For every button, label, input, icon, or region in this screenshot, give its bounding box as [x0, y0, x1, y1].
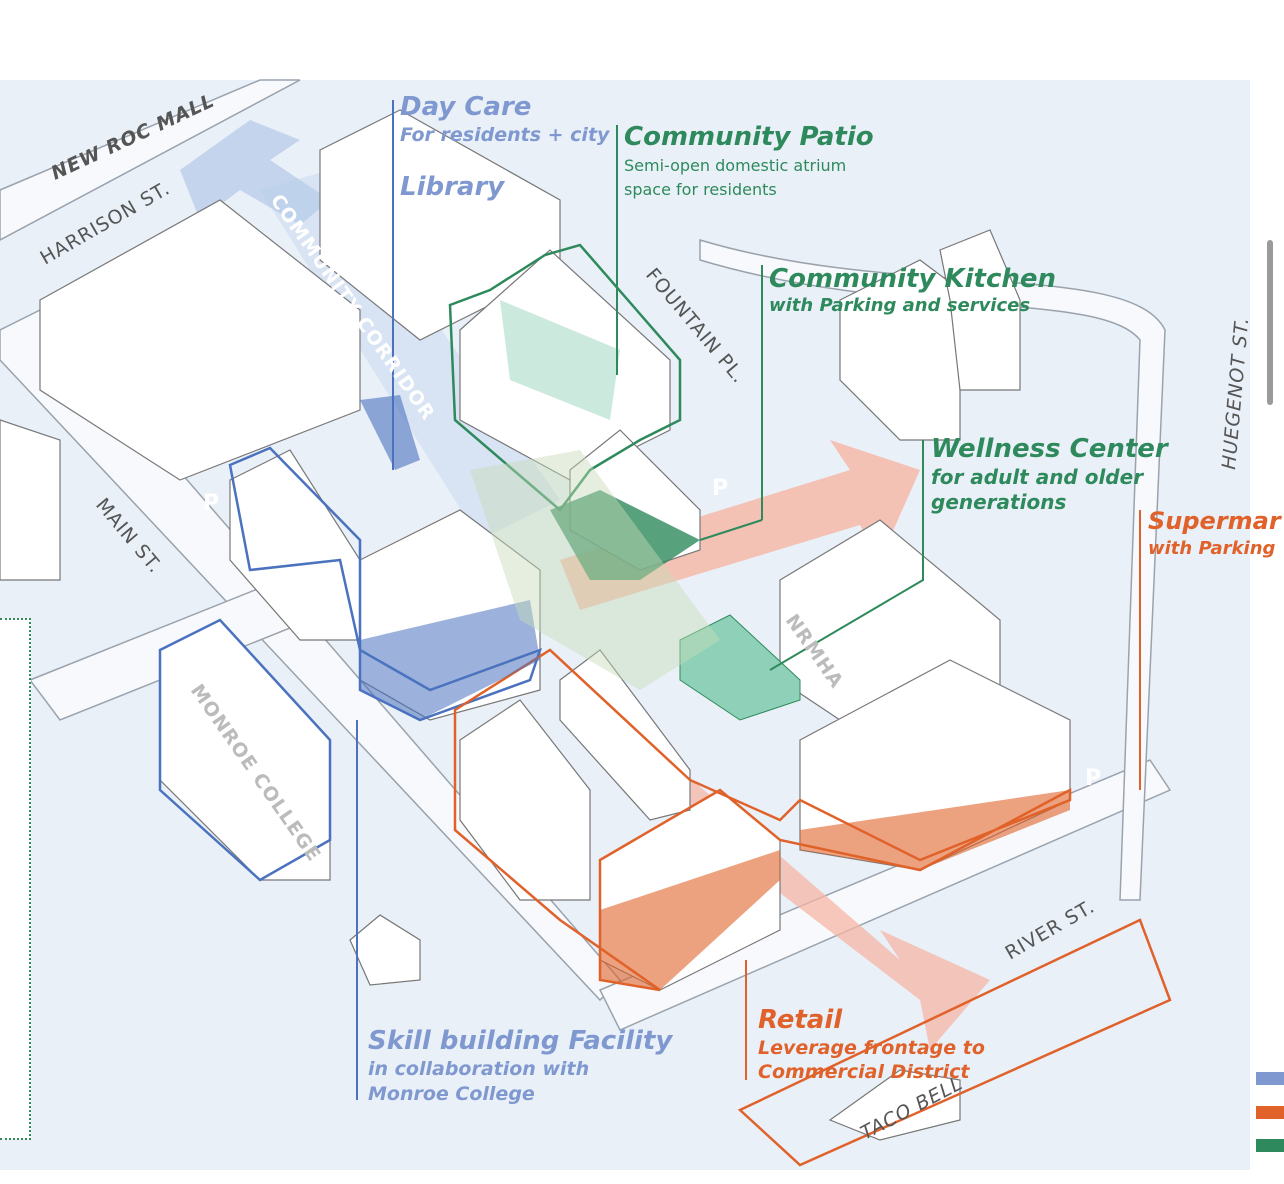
blue-retail-base [360, 600, 540, 720]
supermarket-subtitle: with Parking [1148, 538, 1276, 559]
blue-outline-monroe [158, 618, 332, 882]
skill-building-title: Skill building Facility [368, 1026, 673, 1056]
parking-marker: P [712, 476, 728, 501]
wellness-center-line1: for adult and older [931, 465, 1144, 489]
leader-lines [356, 100, 1141, 1100]
community-kitchen-title: Community Kitchen [769, 264, 1057, 294]
legend-swatch-blue [1256, 1072, 1284, 1085]
community-patio-title: Community Patio [624, 122, 874, 152]
legend-swatch-orange [1256, 1106, 1284, 1119]
orange-retail-base-2 [800, 790, 1070, 870]
blue-outline-housing [228, 446, 543, 722]
parking-marker: P [1085, 766, 1101, 791]
skill-building-line1: in collaboration with [368, 1058, 590, 1080]
patio-atrium [500, 300, 620, 420]
parking-marker: P [203, 491, 219, 516]
community-patio-line1: Semi-open domestic atrium [624, 156, 847, 175]
wellness-center-title: Wellness Center [931, 434, 1168, 464]
community-patio-line2: space for residents [624, 180, 777, 199]
day-care-title: Day Care [400, 92, 532, 122]
green-outline-patio [448, 243, 682, 512]
arrow-to-mall [180, 120, 330, 225]
day-care-subtitle: For residents + city [400, 124, 610, 146]
wellness-center-line2: generations [931, 490, 1067, 514]
community-kitchen-subtitle: with Parking and services [769, 295, 1031, 316]
retail-title: Retail [758, 1005, 843, 1035]
retail-line1: Leverage frontage to [758, 1037, 985, 1059]
supermarket-title: Supermar [1148, 507, 1281, 535]
wellness-pavilion [679, 614, 801, 721]
retail-line2: Commercial District [758, 1061, 970, 1083]
central-plaza [470, 450, 720, 690]
library-title: Library [400, 172, 505, 202]
library-volume [360, 395, 420, 470]
legend-swatch-green [1256, 1139, 1284, 1152]
green-kitchen-base [550, 490, 700, 580]
legend-panel-edge [0, 618, 31, 1140]
vertical-scrollbar[interactable] [1267, 240, 1273, 405]
orange-retail-base [600, 850, 780, 990]
skill-building-line2: Monroe College [368, 1083, 535, 1105]
orange-outline-commercial [737, 918, 1172, 1167]
